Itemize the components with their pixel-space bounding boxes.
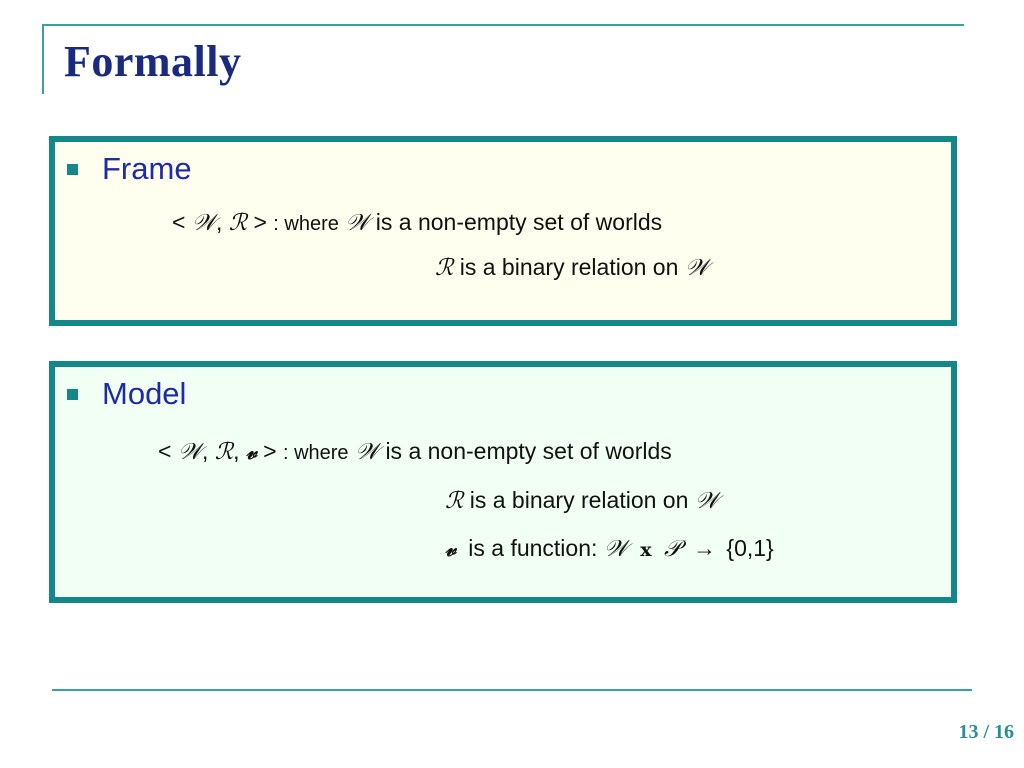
model-valuation-line: 𝓋 is a function: 𝒲 x 𝒫 → {0,1} bbox=[445, 537, 774, 561]
model-relation-line: ℛ is a binary relation on 𝒲 bbox=[445, 489, 719, 513]
worlds-symbol: 𝒲 bbox=[603, 536, 628, 562]
propositions-symbol: 𝒫 bbox=[664, 536, 681, 562]
worlds-symbol: 𝒲 bbox=[694, 488, 719, 514]
function-description: is a function: bbox=[468, 535, 598, 561]
page-number: 13 / 16 bbox=[958, 721, 1014, 743]
bottom-rule bbox=[52, 689, 972, 691]
valuation-symbol: 𝓋 bbox=[245, 439, 257, 465]
frame-definition-line: < 𝒲, ℛ > : where 𝒲 is a non-empty set of… bbox=[172, 211, 662, 235]
left-rule bbox=[42, 24, 44, 94]
tuple-open: < bbox=[172, 209, 186, 235]
comma: , bbox=[201, 438, 209, 464]
frame-relation-line: ℛ is a binary relation on 𝒲 bbox=[435, 256, 709, 280]
square-bullet-icon bbox=[67, 164, 78, 175]
worlds-description: is a non-empty set of worlds bbox=[375, 209, 663, 235]
frame-box: Frame < 𝒲, ℛ > : where 𝒲 is a non-empty … bbox=[49, 136, 957, 326]
where-label: : where bbox=[282, 442, 349, 464]
relation-symbol: ℛ bbox=[435, 255, 454, 281]
model-heading: Model bbox=[102, 376, 187, 411]
tuple-close: > bbox=[263, 438, 277, 464]
worlds-symbol: 𝒲 bbox=[345, 210, 370, 236]
worlds-symbol: 𝒲 bbox=[191, 210, 216, 236]
relation-symbol: ℛ bbox=[445, 488, 464, 514]
valuation-symbol: 𝓋 bbox=[445, 536, 456, 562]
tuple-close: > bbox=[253, 209, 267, 235]
worlds-symbol: 𝒲 bbox=[684, 255, 709, 281]
model-definition-line: < 𝒲, ℛ, 𝓋 > : where 𝒲 is a non-empty set… bbox=[158, 440, 672, 464]
comma: , bbox=[233, 438, 240, 464]
frame-heading: Frame bbox=[102, 151, 192, 186]
comma: , bbox=[215, 209, 223, 235]
model-box: Model < 𝒲, ℛ, 𝓋 > : where 𝒲 is a non-emp… bbox=[49, 361, 957, 603]
relation-symbol: ℛ bbox=[228, 210, 248, 236]
worlds-symbol: 𝒲 bbox=[177, 439, 202, 465]
cartesian-times: x bbox=[640, 539, 652, 561]
relation-description: is a binary relation on bbox=[469, 487, 689, 513]
worlds-description: is a non-empty set of worlds bbox=[385, 438, 672, 464]
relation-symbol: ℛ bbox=[214, 439, 234, 465]
relation-description: is a binary relation on bbox=[459, 254, 679, 280]
top-rule bbox=[42, 24, 964, 26]
codomain: {0,1} bbox=[726, 535, 774, 561]
worlds-symbol: 𝒲 bbox=[354, 439, 380, 465]
slide-title: Formally bbox=[64, 37, 242, 86]
maps-to-arrow-icon: → bbox=[693, 535, 716, 561]
square-bullet-icon bbox=[67, 389, 78, 400]
tuple-open: < bbox=[158, 438, 172, 464]
where-label: : where bbox=[273, 213, 339, 235]
